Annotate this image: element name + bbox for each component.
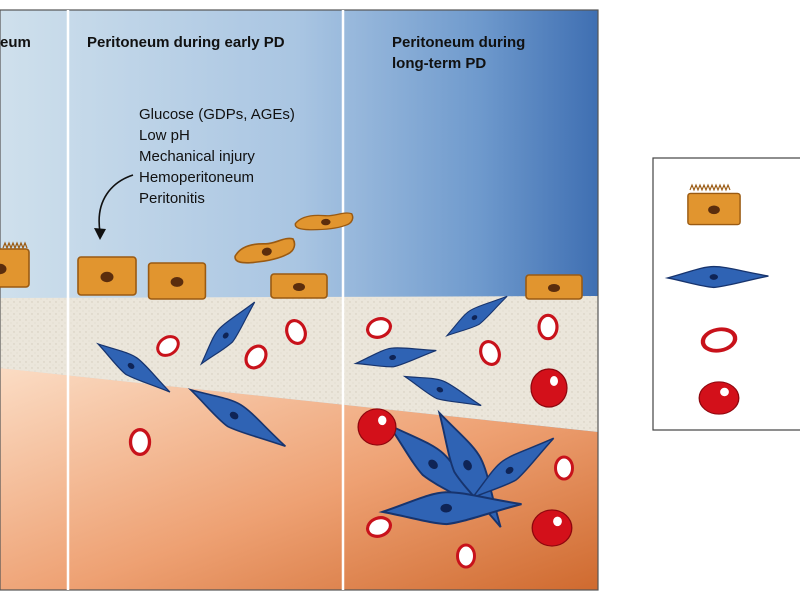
mesothelial-cell [77,256,137,296]
red-blood-cell [531,509,573,547]
panel-title-long-term-line1: Peritoneum during [392,34,525,51]
mesothelial-cell-icon [687,183,741,226]
injury-factor: Peritonitis [139,190,205,207]
injury-factor: Mechanical injury [139,148,255,165]
red-blood-cell [128,427,152,457]
red-blood-cell [456,543,476,569]
legend [652,157,800,431]
panel-title-normal: eum [0,34,31,51]
mesothelial-cell [525,274,583,300]
red-blood-cell [554,455,574,481]
red-blood-cell-filled-icon [698,381,740,415]
injury-arrow [98,174,134,233]
panel-title-long-term-line2: long-term PD [392,55,486,72]
red-blood-cell [537,313,559,341]
injury-factor: Hemoperitoneum [139,169,254,186]
mesothelial-cell [147,262,207,300]
red-blood-cell [530,368,568,408]
red-blood-cell [357,408,397,446]
panel-title-early: Peritoneum during early PD [87,34,285,51]
mesothelial-cell [270,273,328,299]
injury-factor: Low pH [139,127,190,144]
mesothelial-cell [0,241,30,288]
arrowhead-icon [94,228,106,240]
injury-factor: Glucose (GDPs, AGEs) [139,106,295,123]
